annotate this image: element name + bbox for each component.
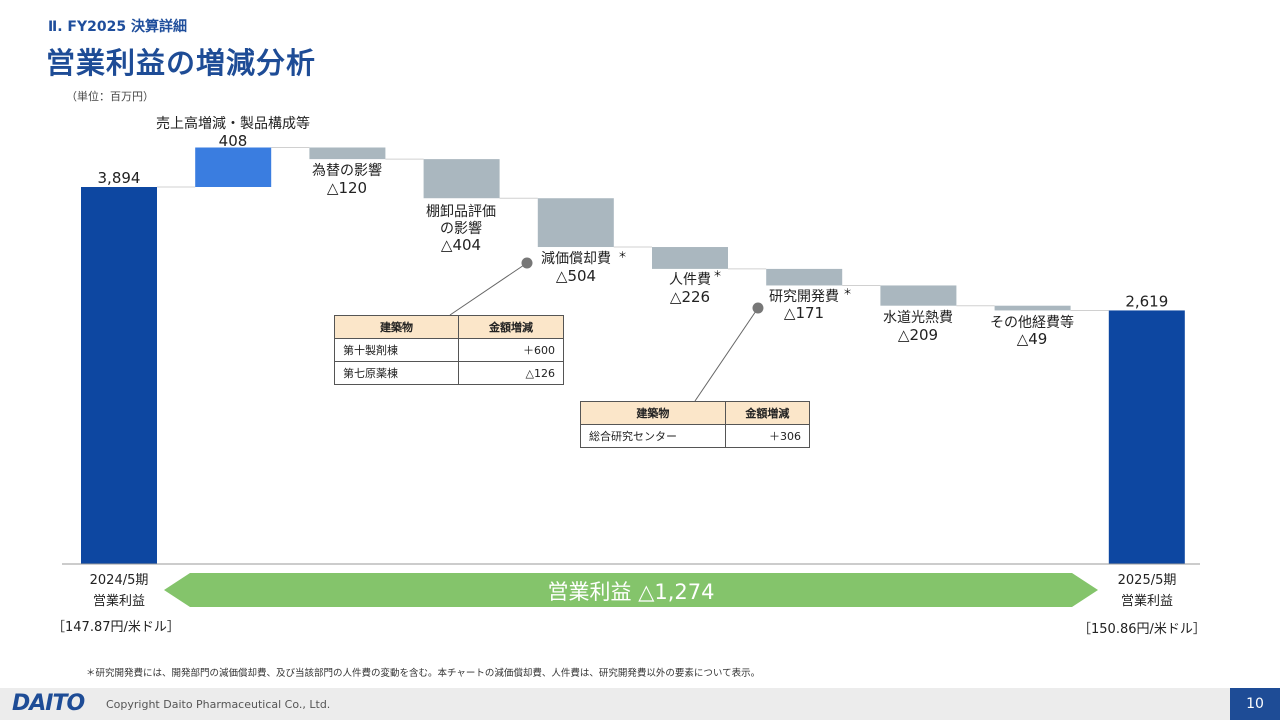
callout1-header-change: 金額増減 — [457, 315, 565, 339]
copyright: Copyright Daito Pharmaceutical Co., Ltd. — [106, 698, 331, 711]
callout2-header-building: 建築物 — [580, 401, 726, 425]
asterisk-rnd: ＊ — [843, 288, 852, 298]
callout-table-depreciation: 建築物 金額増減 第十製剤棟 ＋600 第七原薬棟 △126 — [334, 315, 565, 385]
bar-fx — [309, 147, 386, 160]
label-personnel: 人件費 — [669, 272, 711, 288]
bar-rnd — [766, 268, 843, 286]
label-inventory-1: 棚卸品評価 — [426, 204, 496, 220]
waterfall-chart: 3,894 408 △120 △404 △504 △226 △171 △209 △49 2,619… — [62, 115, 1200, 607]
bar-other — [994, 305, 1071, 311]
label-other: その他経費等 — [990, 314, 1074, 331]
label-depreciation: 減価償却費 — [541, 250, 611, 267]
start-exchange-rate: ［147.87円/米ドル］ — [52, 620, 180, 635]
footer-bar — [0, 688, 1280, 720]
bar-start-total — [81, 187, 157, 564]
value-label-sales-increase: 408 — [219, 132, 248, 150]
callout-leader-rnd — [694, 307, 759, 402]
page-number: 10 — [1246, 696, 1264, 712]
value-label-depreciation: △504 — [556, 267, 596, 285]
callout2-building: 総合研究センター — [580, 424, 726, 448]
table-row: 総合研究センター ＋306 — [580, 424, 811, 448]
company-logo: DAITO — [12, 691, 85, 716]
end-exchange-rate: ［150.86円/米ドル］ — [1078, 622, 1206, 637]
page-number-box — [1230, 688, 1280, 720]
end-name: 営業利益 — [1120, 594, 1173, 609]
label-sales-increase: 売上高増減・製品構成等 — [156, 115, 310, 132]
callout-leader-depreciation — [449, 262, 528, 316]
unit-label: （単位：百万円） — [66, 90, 154, 103]
bar-utilities — [880, 285, 957, 306]
callout2-change: ＋306 — [724, 424, 811, 448]
callout-dot-rnd — [752, 302, 764, 314]
value-label-end-total: 2,619 — [1125, 292, 1168, 310]
asterisk-depreciation: ＊ — [618, 251, 627, 261]
section-label: Ⅱ. FY2025 決算詳細 — [48, 19, 187, 35]
callout1-header-building: 建築物 — [334, 315, 459, 339]
callout-table-rnd: 建築物 金額増減 総合研究センター ＋306 — [580, 401, 811, 448]
callout1-change: △126 — [457, 361, 565, 385]
callout-dot-depreciation — [521, 257, 533, 269]
label-rnd: 研究開発費 — [769, 289, 839, 305]
footnote: ＊研究開発費には、開発部門の減価償却費、及び当該部門の人件費の変動を含む。本チャ… — [86, 668, 761, 679]
page-title: 営業利益の増減分析 — [46, 46, 317, 80]
callout1-building: 第七原薬棟 — [334, 361, 459, 385]
end-period-label: 2025/5期 営業利益 — [1092, 570, 1202, 612]
callout1-change: ＋600 — [457, 338, 565, 362]
bar-depreciation — [537, 198, 614, 248]
end-period: 2025/5期 — [1117, 573, 1177, 588]
asterisk-personnel: ＊ — [713, 270, 722, 280]
value-label-inventory: △404 — [441, 236, 481, 254]
bar-personnel — [652, 247, 728, 269]
value-label-start-total: 3,894 — [98, 169, 141, 187]
table-row: 第十製剤棟 ＋600 — [334, 338, 565, 362]
value-label-utilities: △209 — [898, 326, 938, 344]
value-label-rnd: △171 — [784, 304, 824, 322]
callout2-header-change: 金額増減 — [724, 401, 811, 425]
label-fx: 為替の影響 — [312, 162, 382, 179]
start-name: 営業利益 — [92, 594, 145, 609]
table-row: 第七原薬棟 △126 — [334, 361, 565, 385]
bar-sales-increase — [195, 147, 272, 187]
summary-arrow — [164, 573, 1098, 607]
bar-end-total — [1108, 310, 1185, 564]
start-period: 2024/5期 — [89, 573, 149, 588]
value-label-fx: △120 — [327, 179, 367, 197]
label-utilities: 水道光熱費 — [883, 310, 953, 326]
bar-inventory — [423, 159, 500, 199]
callout1-building: 第十製剤棟 — [334, 338, 459, 362]
label-inventory-2: の影響 — [440, 220, 482, 237]
value-label-other: △49 — [1017, 330, 1048, 348]
summary-arrow-label: 営業利益 △1,274 — [548, 580, 715, 604]
start-period-label: 2024/5期 営業利益 — [64, 570, 174, 612]
value-label-personnel: △226 — [670, 288, 710, 306]
